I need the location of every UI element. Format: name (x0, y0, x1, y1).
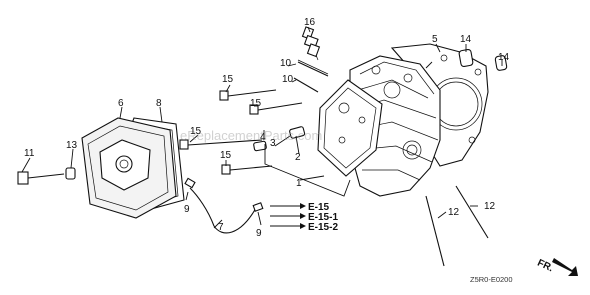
cover-bolt[interactable] (17, 171, 65, 185)
callout-16: 16 (304, 17, 316, 28)
front-direction-arrow-icon (552, 258, 578, 276)
callout-12-right: 12 (484, 201, 496, 212)
callout-2: 2 (295, 152, 301, 163)
callout-15-a: 15 (222, 74, 234, 85)
callout-7: 7 (218, 222, 224, 233)
callout-14-lower: 14 (498, 52, 510, 63)
head-cover-gasket[interactable] (317, 79, 383, 177)
callout-6: 6 (118, 98, 124, 109)
callout-10-upper: 10 (280, 58, 292, 69)
tube-clip-lower[interactable] (252, 202, 264, 212)
reference-e15-1[interactable]: E-15-1 (308, 212, 338, 223)
dowel-pipe[interactable] (253, 140, 267, 152)
callout-1: 1 (296, 178, 302, 189)
front-direction-label: FR. (536, 258, 555, 275)
callout-9-left: 9 (184, 204, 190, 215)
stud-bolt-upper[interactable] (297, 59, 329, 77)
leader-lines (21, 26, 503, 229)
reference-e15-2[interactable]: E-15-2 (308, 222, 338, 233)
dowel-pin-lower[interactable] (494, 55, 508, 71)
breather-tube[interactable] (189, 187, 257, 234)
flange-bolt-3[interactable] (179, 139, 263, 150)
head-stud-long-right[interactable] (455, 185, 489, 239)
tube-clip-upper[interactable] (184, 177, 196, 189)
flange-bolt-2[interactable] (249, 102, 303, 115)
figure-code: Z5R0-E0200 (470, 275, 513, 284)
spark-plug[interactable] (301, 26, 321, 61)
callout-11: 11 (24, 148, 35, 159)
callout-12-left: 12 (448, 207, 460, 218)
callout-8: 8 (156, 98, 162, 109)
callout-13: 13 (66, 140, 78, 151)
callout-4: 4 (260, 132, 266, 143)
guide-pipe[interactable] (289, 126, 306, 139)
reference-e15[interactable]: E-15 (308, 202, 330, 213)
watermark: eReplacementParts.com (180, 128, 322, 143)
callout-14-upper: 14 (460, 34, 472, 45)
callout-15-b: 15 (250, 98, 262, 109)
cover-washer[interactable] (65, 167, 76, 180)
callout-10-lower: 10 (282, 74, 294, 85)
flange-bolt-1[interactable] (219, 89, 277, 101)
callout-9-right: 9 (256, 228, 262, 239)
flange-bolt-4[interactable] (221, 164, 273, 175)
callout-5: 5 (432, 34, 438, 45)
callout-3: 3 (270, 138, 276, 149)
dowel-pin-upper[interactable] (458, 49, 474, 67)
stud-bolt-lower[interactable] (293, 77, 319, 93)
callout-15-d: 15 (220, 150, 232, 161)
cylinder-head-cover[interactable] (81, 117, 177, 219)
callout-15-c: 15 (190, 126, 202, 137)
head-stud-long-left[interactable] (425, 195, 445, 267)
